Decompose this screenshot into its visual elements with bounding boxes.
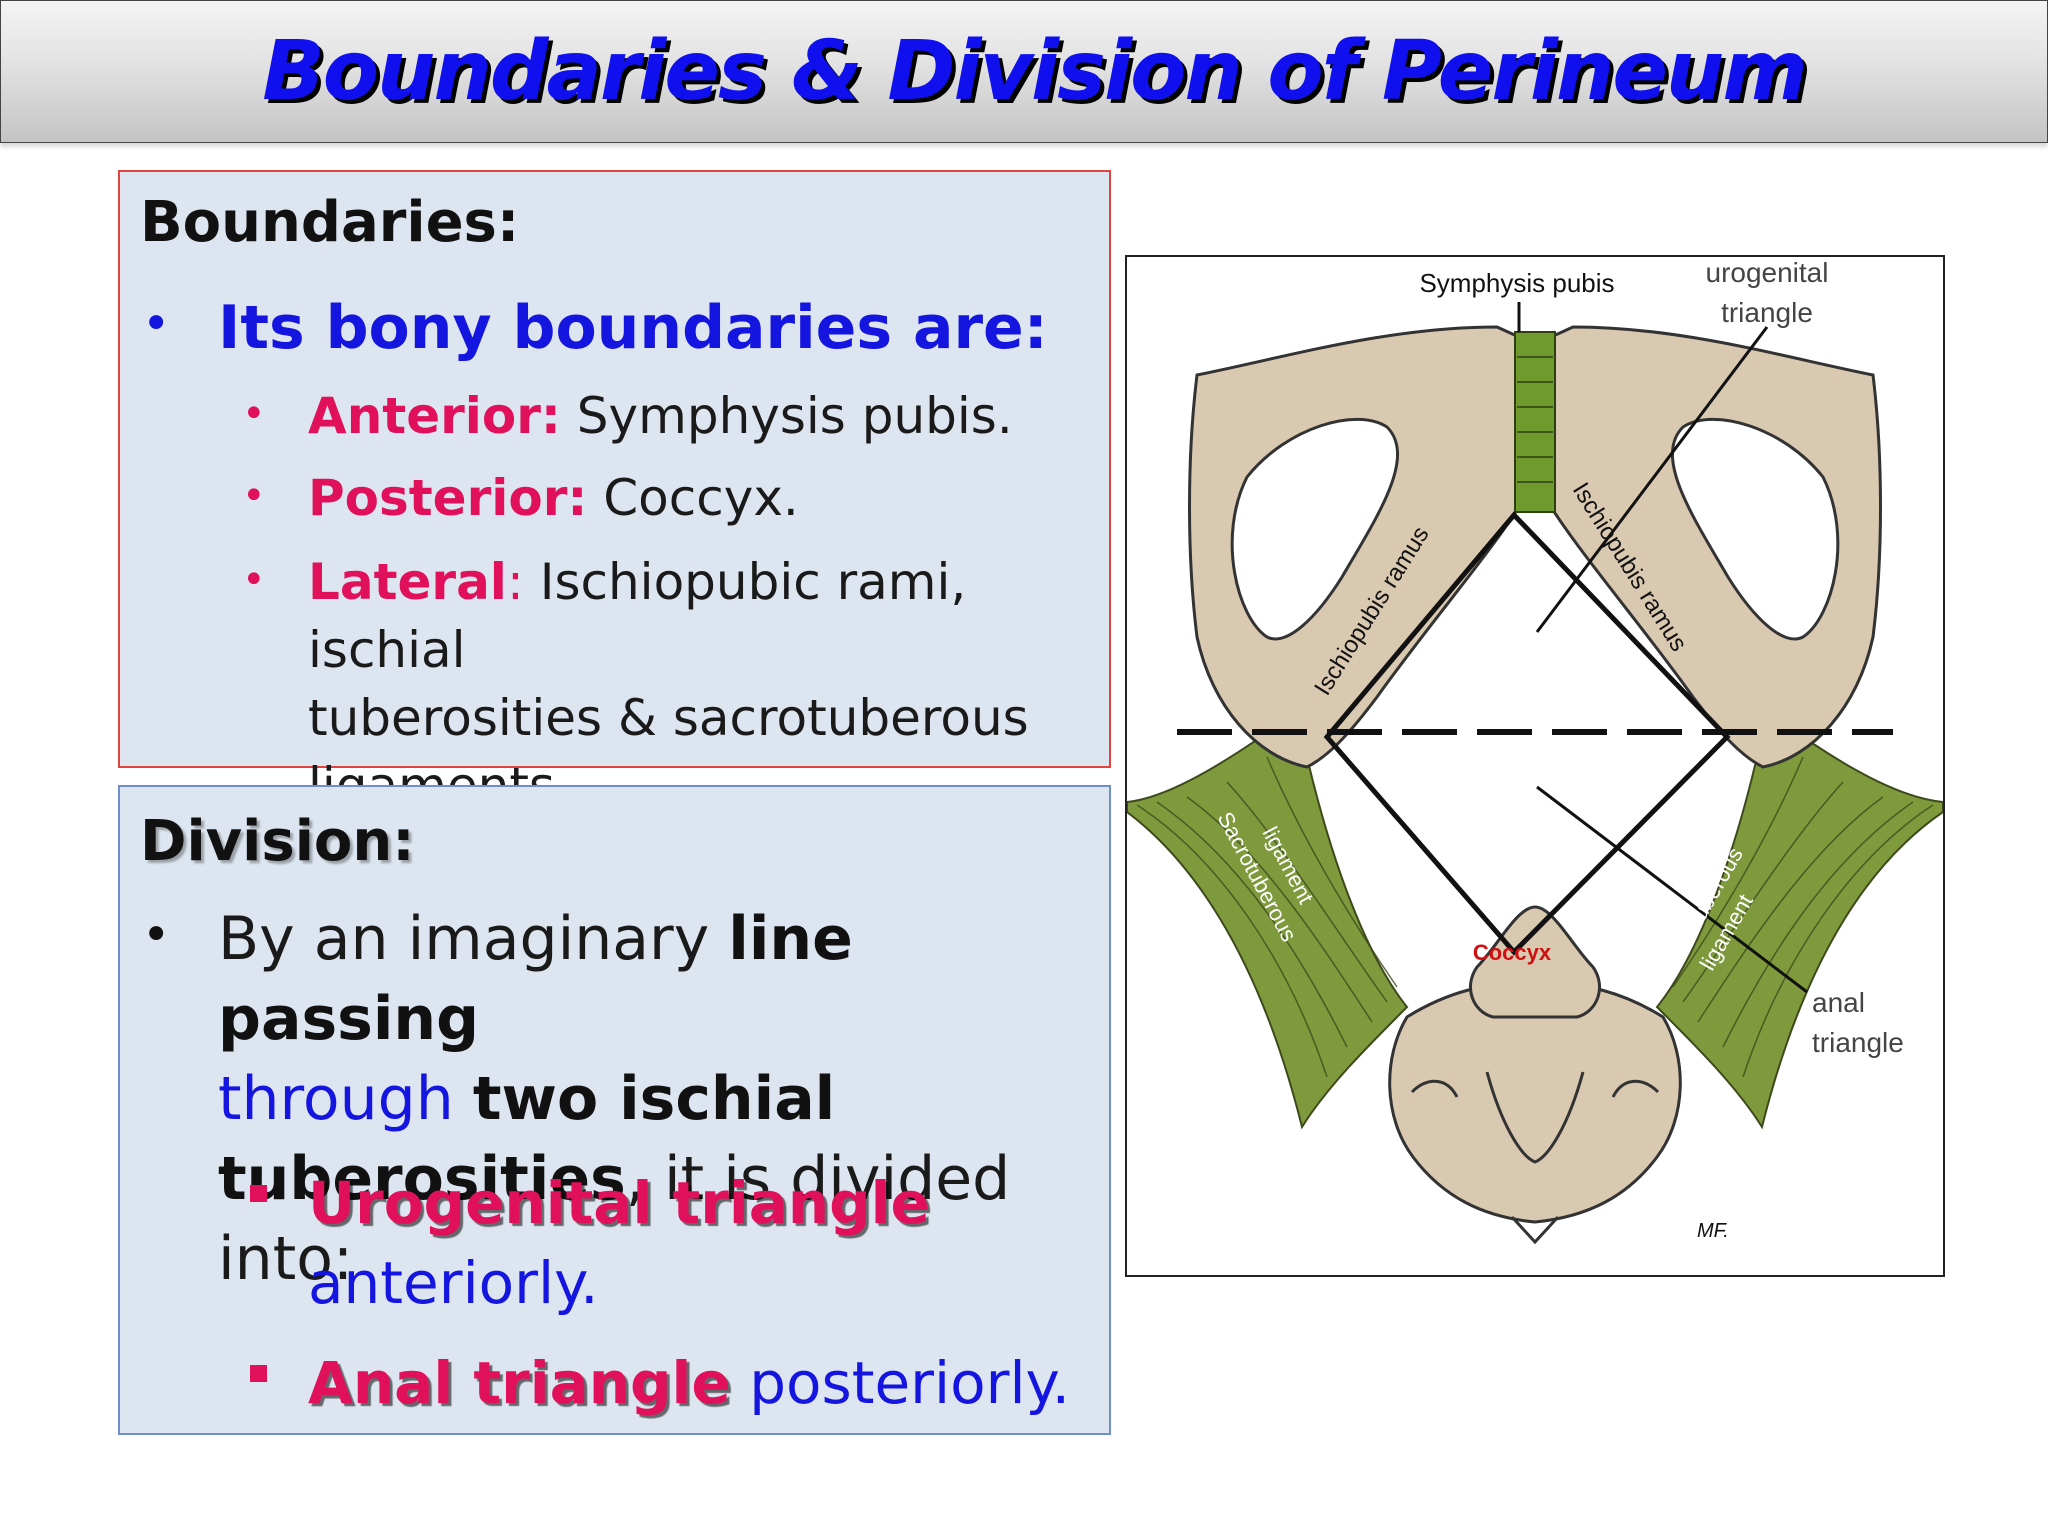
anterior-text: Symphysis pubis.	[560, 387, 1013, 445]
anal-label-line2: triangle	[1812, 1027, 1904, 1058]
lateral-colon: :	[506, 553, 524, 611]
perineum-diamond-outline	[1323, 511, 1731, 956]
left-sacrotuberous-ligament-shape	[1126, 710, 1409, 1130]
lateral-item: Lateral: Ischiopubic rami, ischial tuber…	[308, 548, 1109, 820]
anal-label-line1: anal	[1812, 987, 1865, 1018]
urogenital-label-line1: urogenital	[1706, 257, 1829, 288]
division-text: By an imaginary line passing through two…	[218, 899, 1109, 1299]
division-text-part1: By an imaginary	[218, 904, 729, 974]
right-obturator-foramen	[1671, 417, 1840, 641]
bullet-dot: •	[242, 391, 266, 437]
division-box: Division: • By an imaginary line passing…	[118, 785, 1111, 1435]
left-obturator-foramen	[1230, 417, 1399, 641]
perineum-diagram: Symphysis pubis urogenital triangle Isch…	[1126, 257, 1944, 1245]
lateral-text-line1: Ischiopubic rami, ischial	[308, 553, 967, 679]
title-bar: Boundaries & Division of Perineum	[0, 0, 2048, 143]
illustrator-signature: MF.	[1697, 1220, 1729, 1242]
posterior-label: Posterior:	[308, 469, 588, 527]
symphysis-cartilage	[1514, 331, 1556, 513]
symphysis-stripes	[1517, 356, 1553, 483]
boundaries-box: Boundaries: • Its bony boundaries are: •…	[118, 170, 1111, 815]
anal-label: Anal triangle	[308, 1349, 731, 1417]
square-bullet	[250, 1185, 267, 1202]
boundaries-heading: Boundaries:	[140, 190, 520, 255]
division-text-bold1: line passing	[218, 904, 853, 1054]
division-text-through: through	[218, 1064, 454, 1134]
urogenital-item: Urogenital triangle anteriorly.	[308, 1163, 930, 1323]
lateral-label: Lateral	[308, 553, 507, 611]
anterior-label: Anterior:	[308, 387, 561, 445]
symphysis-pubis-label: Symphysis pubis	[1419, 268, 1614, 298]
division-heading: Division:	[140, 809, 415, 874]
urogenital-pointer-line	[1535, 326, 1769, 633]
sacral-foramen	[1611, 1079, 1660, 1098]
bullet-dot: •	[142, 296, 171, 352]
bullet-dot: •	[242, 557, 266, 603]
sacral-foramen	[1410, 1079, 1459, 1098]
posterior-item: Posterior: Coccyx.	[308, 464, 799, 532]
anal-pointer-line	[1536, 785, 1808, 994]
anal-text: posteriorly.	[730, 1349, 1071, 1417]
right-sacrotuberous-ligament-shape	[1655, 710, 1944, 1130]
anal-item: Anal triangle posteriorly.	[308, 1343, 1070, 1423]
bullet-dot: •	[242, 473, 266, 519]
urogenital-text: anteriorly.	[308, 1249, 599, 1317]
division-text-bold3: tuberosities	[218, 1144, 626, 1214]
urogenital-label: Urogenital triangle	[308, 1169, 930, 1237]
slide-title: Boundaries & Division of Perineum	[262, 24, 1808, 119]
lateral-text-line2: tuberosities & sacrotuberous	[308, 689, 1029, 747]
bony-boundaries-bullet: Its bony boundaries are:	[218, 293, 1048, 363]
urogenital-label-line2: triangle	[1721, 297, 1813, 328]
coccyx-bone	[1468, 905, 1602, 1019]
sacral-tip	[1510, 1215, 1560, 1245]
anterior-item: Anterior: Symphysis pubis.	[308, 382, 1013, 450]
ligament-fibers	[1136, 756, 1934, 1078]
posterior-text: Coccyx.	[587, 469, 799, 527]
sacral-crest	[1485, 1071, 1585, 1164]
division-text-bold2: two ischial	[472, 1064, 836, 1134]
perineum-figure: Symphysis pubis urogenital triangle Isch…	[1125, 255, 1945, 1277]
coccyx-label: Coccyx	[1473, 940, 1552, 965]
bullet-dot: •	[142, 907, 171, 963]
square-bullet	[250, 1365, 267, 1382]
division-text-part3: , it is divided into:	[218, 1144, 1011, 1294]
